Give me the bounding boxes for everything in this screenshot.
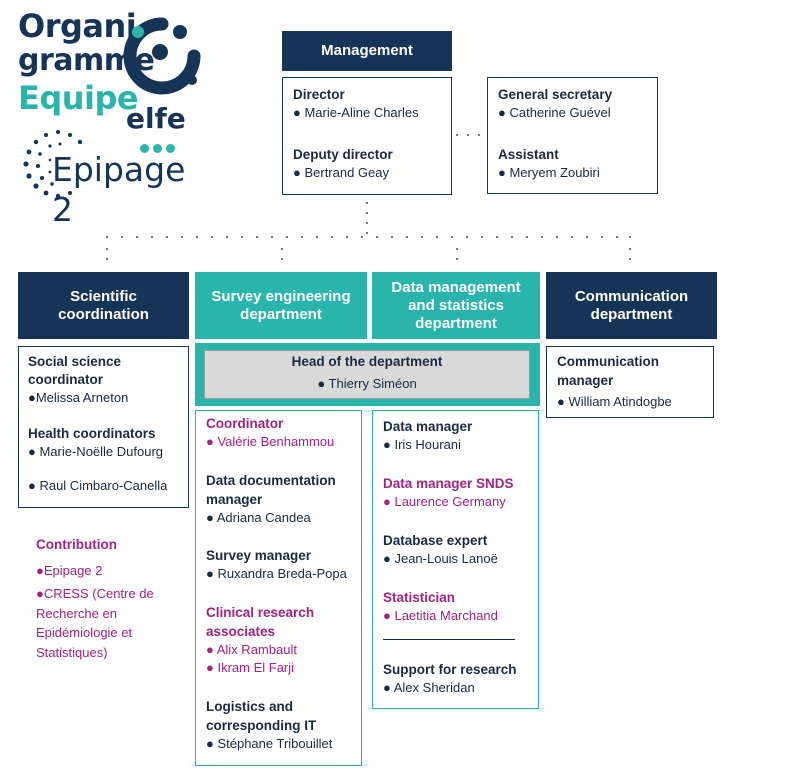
contribution-title: Contribution [36, 537, 117, 552]
survey-engineering-header: Survey engineering department [195, 272, 367, 339]
director-name: ● Marie-Aline Charles [293, 105, 419, 120]
survey-manager-name: ● Ruxandra Breda-Popa [206, 566, 347, 581]
secretary-role: General secretary [498, 87, 613, 102]
head-of-department-frame: Head of the department ● Thierry Siméon [195, 343, 540, 406]
coordinator-name: ● Valérie Benhammou [206, 434, 335, 449]
statistician-name: ● Laetitia Marchand [383, 608, 498, 623]
health-coordinators-role: Health coordinators [28, 426, 156, 441]
scientific-coordination-box: Social science coordinator ●Melissa Arne… [18, 346, 189, 508]
teal-dots-icon [140, 140, 175, 158]
survey-manager-role: Survey manager [206, 548, 312, 563]
elfe-logo-text: elfe [126, 102, 186, 135]
health-coordinator-name-1: ● Marie-Noëlle Dufourg [28, 444, 164, 459]
communication-header: Communication department [546, 272, 717, 339]
management-header: Management [282, 31, 452, 71]
elfe-emblem-icon [123, 17, 201, 95]
logo-area: Organi gramme Equipe elfe Epipage 2 [14, 6, 204, 229]
data-documentation-role: Data documentation manager [206, 473, 336, 507]
data-manager-name: ● Iris Hourani [383, 437, 461, 452]
director-role: Director [293, 87, 345, 102]
database-expert-name: ● Jean-Louis Lanoë [383, 551, 498, 566]
director-box: Director ● Marie-Aline Charles Deputy di… [282, 77, 452, 195]
epipage-dots-icon [23, 130, 83, 199]
data-management-header: Data management and statistics departmen… [372, 272, 540, 339]
social-science-name: ●Melissa Arneton [28, 390, 129, 405]
health-coordinator-name-2: ● Raul Cimbaro-Canella [28, 478, 168, 493]
deputy-name: ● Bertrand Geay [293, 165, 390, 180]
scientific-coordination-header: Scientific coordination [18, 272, 189, 339]
communication-name: ● William Atindogbe [557, 394, 672, 409]
clinical-research-name-1: ● Alix Rambault [206, 642, 297, 657]
statistician-role: Statistician [383, 590, 456, 605]
data-management-box: Data manager ● Iris Hourani Data manager… [372, 410, 539, 709]
communication-box: Communication manager ● William Atindogb… [546, 346, 714, 418]
contribution-block: Contribution ●Epipage 2 ●CRESS (Centre d… [36, 536, 181, 662]
head-of-department-box: Head of the department ● Thierry Siméon [204, 350, 530, 399]
data-manager-snds-role: Data manager SNDS [383, 476, 514, 491]
logistics-role: Logistics and corresponding IT [206, 699, 317, 733]
separator-line [383, 639, 515, 640]
survey-engineering-box: Coordinator ● Valérie Benhammou Data doc… [195, 410, 362, 766]
social-science-role: Social science coordinator [28, 354, 122, 387]
head-role: Head of the department [291, 354, 443, 369]
assistant-name: ● Meryem Zoubiri [498, 165, 600, 180]
clinical-research-role: Clinical research associates [206, 605, 315, 639]
coordinator-role: Coordinator [206, 416, 284, 431]
assistant-role: Assistant [498, 147, 559, 162]
data-manager-snds-name: ● Laurence Germany [383, 494, 506, 509]
logistics-name: ● Stéphane Tribouillet [206, 736, 333, 751]
support-research-name: ● Alex Sheridan [383, 680, 475, 695]
epipage-logo-text: Epipage 2 [52, 150, 186, 229]
clinical-research-name-2: ● Ikram El Farji [206, 660, 295, 675]
data-documentation-name: ● Adriana Candea [206, 510, 311, 525]
communication-role: Communication manager [557, 354, 660, 388]
deputy-role: Deputy director [293, 147, 393, 162]
contribution-item-1: ●Epipage 2 [36, 563, 103, 578]
logo-title-line3: Equipe [18, 79, 139, 117]
database-expert-role: Database expert [383, 533, 488, 548]
support-research-role: Support for research [383, 662, 517, 677]
head-name: ● Thierry Siméon [317, 376, 417, 391]
secretary-name: ● Catherine Guével [498, 105, 611, 120]
contribution-item-2: ●CRESS (Centre de Recherche en Epidémiol… [36, 586, 154, 660]
data-manager-role: Data manager [383, 419, 473, 434]
secretary-box: General secretary ● Catherine Guével Ass… [487, 77, 658, 194]
logo-title-line1: Organi [18, 7, 137, 45]
